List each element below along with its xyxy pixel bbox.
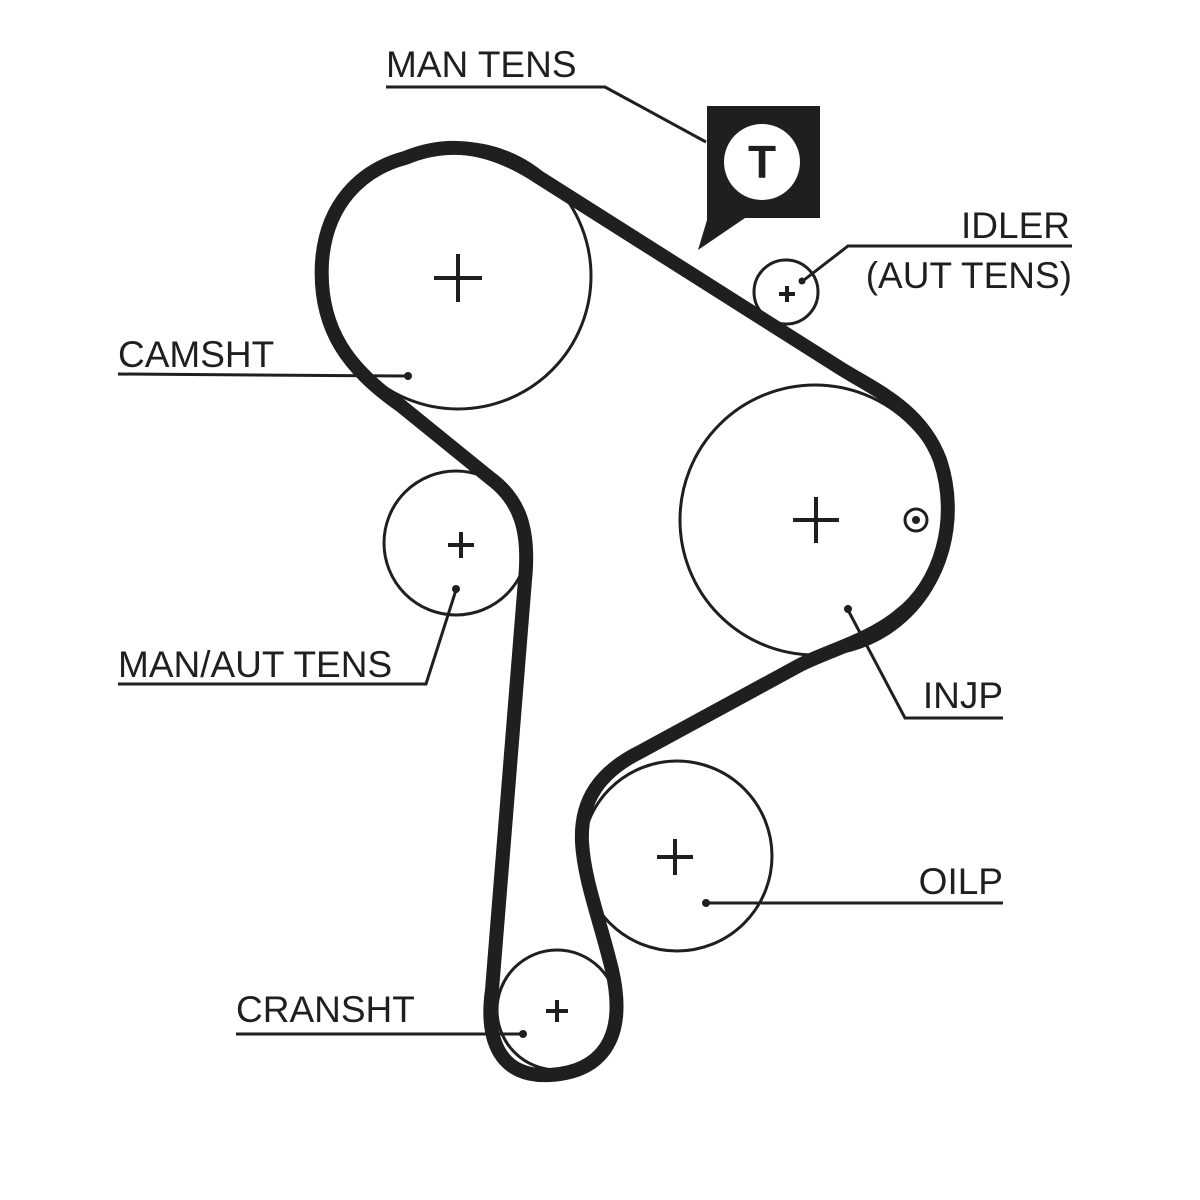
man-aut-tens-leader-dot (452, 585, 460, 593)
camshaft-center-mark (434, 254, 482, 302)
label-oilp: OILP (919, 861, 1003, 902)
oilp-leader-dot (702, 899, 710, 907)
idler-leader-dot (798, 277, 806, 285)
man-aut-tens-leader (118, 589, 458, 686)
label-cransht: CRANSHT (236, 989, 415, 1030)
label-man-tens: MAN TENS (386, 44, 577, 85)
label-aut-tens: (AUT TENS) (866, 255, 1072, 296)
tensioner-symbol: T (748, 136, 776, 188)
idler-leader (803, 244, 1072, 282)
man-tens-leader (386, 85, 707, 144)
label-man-aut-tens: MAN/AUT TENS (118, 644, 392, 685)
label-idler: IDLER (961, 205, 1070, 246)
camsht-leader-dot (404, 372, 412, 380)
injection-pump-center-mark (793, 497, 839, 543)
tensioner-center-mark (448, 532, 474, 558)
manual-tensioner-icon: T (698, 106, 820, 250)
label-camsht: CAMSHT (118, 334, 274, 375)
injp-leader-dot (844, 605, 852, 613)
timing-belt (314, 140, 955, 1083)
crankshaft-center-mark (546, 1000, 568, 1022)
label-injp: INJP (923, 675, 1003, 716)
cransht-leader-dot (519, 1030, 527, 1038)
oil-pump-center-mark (657, 839, 693, 875)
timing-mark-icon (903, 507, 929, 533)
idler-center-mark (779, 286, 795, 302)
injp-leader (846, 609, 1003, 720)
camsht-leader (117, 372, 409, 378)
